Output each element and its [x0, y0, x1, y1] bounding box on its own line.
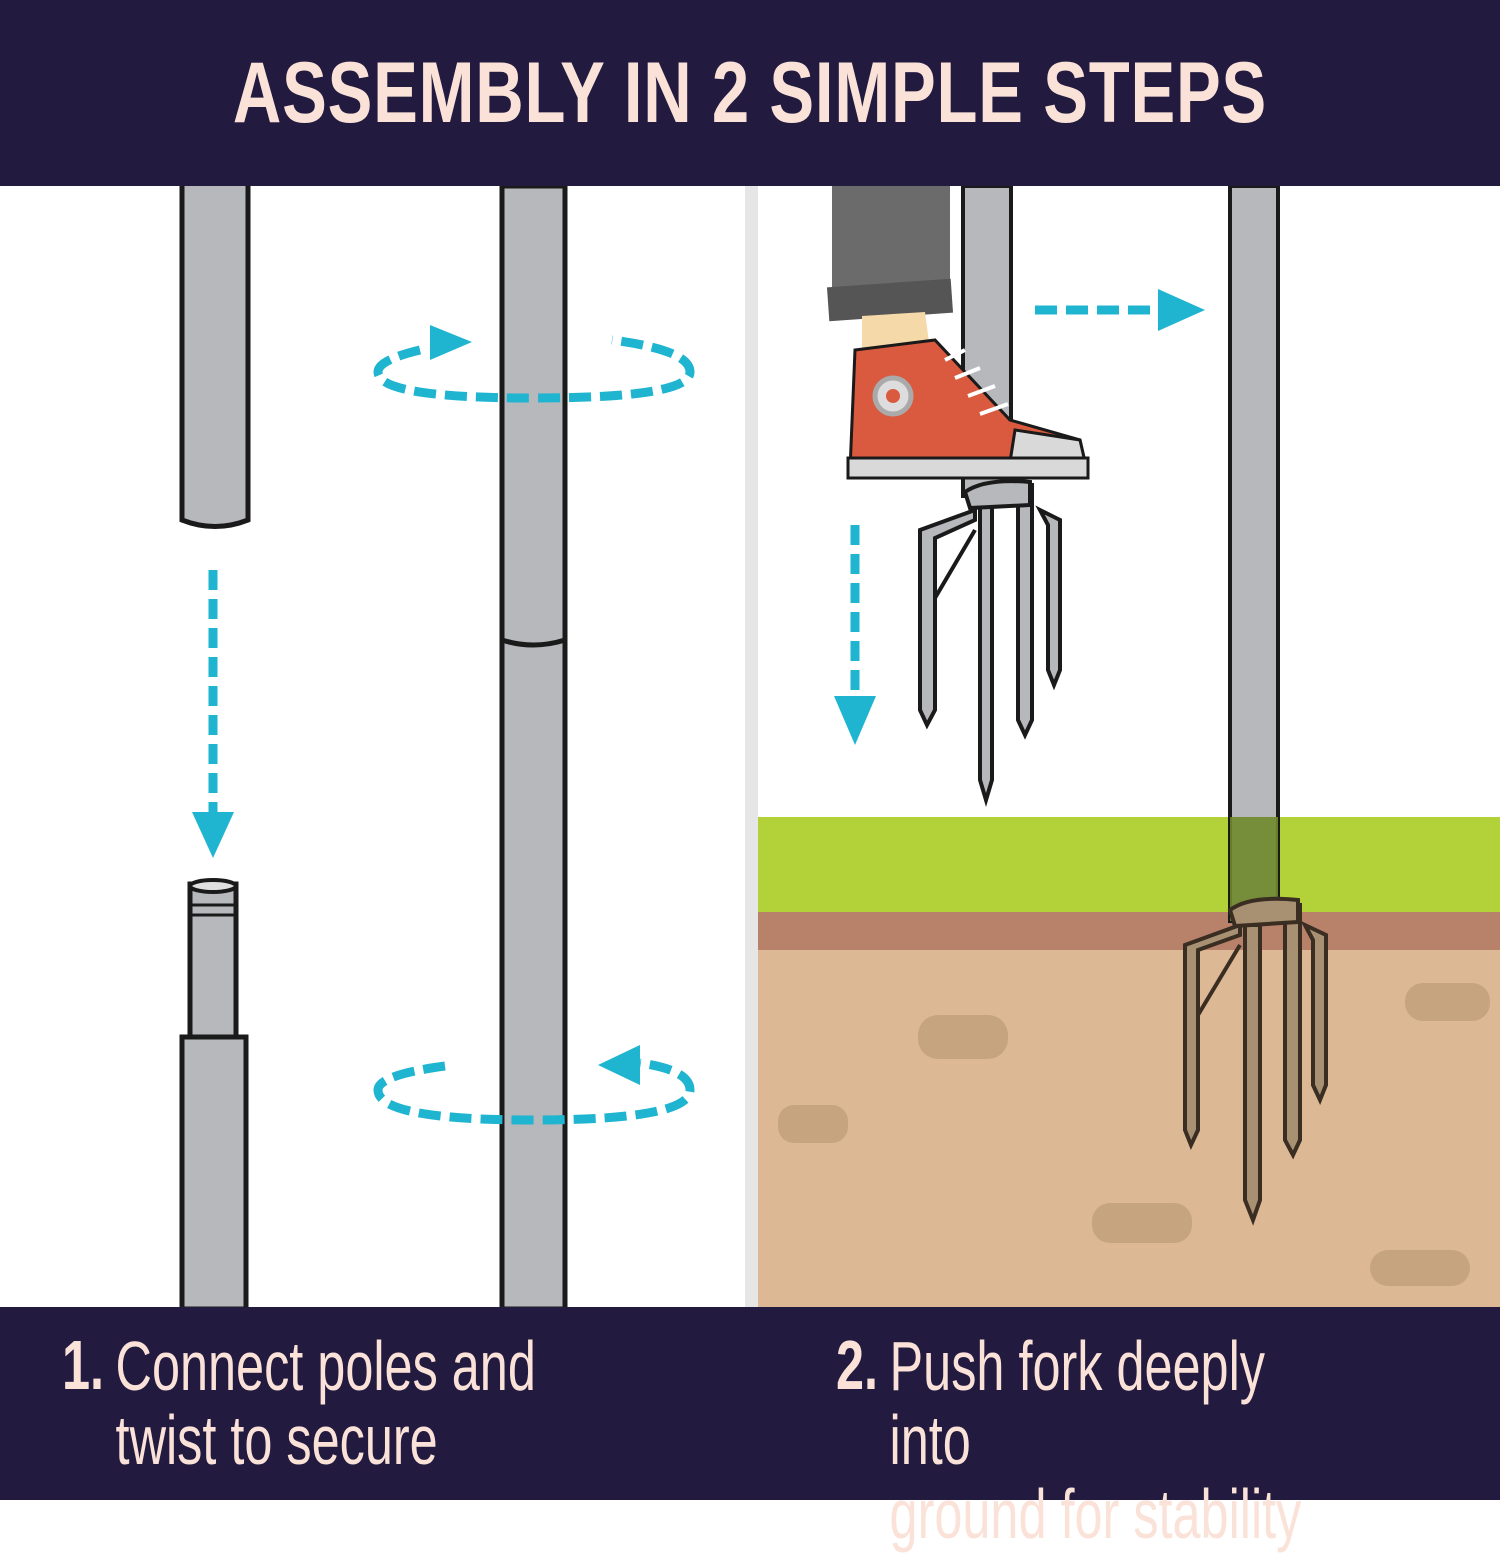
lower-pole-with-connector-icon [179, 878, 249, 1307]
step-1-instruction: 1. Connect poles and twist to secure [62, 1329, 536, 1477]
header-banner: ASSEMBLY IN 2 SIMPLE STEPS [0, 0, 1500, 186]
twist-arrow-top-icon [373, 335, 695, 403]
page-title: ASSEMBLY IN 2 SIMPLE STEPS [232, 44, 1268, 141]
ground-icon [758, 817, 1500, 1307]
push-down-arrow-head-icon [834, 696, 876, 745]
down-arrow-head-icon [192, 812, 234, 858]
assembly-illustration [179, 186, 1500, 1307]
instructions-footer: 1. Connect poles and twist to secure 2. … [0, 1307, 1500, 1551]
step-text-line: Connect poles and [115, 1327, 536, 1405]
twist-arrow-bottom-icon [373, 1058, 695, 1125]
step-number: 2. [836, 1326, 879, 1404]
twist-arrow-bottom-head-icon [598, 1045, 640, 1085]
step-text-line: twist to secure [115, 1401, 438, 1479]
step-text-line: Push fork deeply into [889, 1327, 1265, 1479]
inserted-fork-icon [1183, 186, 1328, 1226]
right-arrow-head-icon [1158, 289, 1205, 331]
leg-with-sneaker-icon [826, 186, 1090, 480]
step-2-instruction: 2. Push fork deeply into ground for stab… [836, 1329, 1314, 1551]
panel-divider [745, 186, 758, 1307]
connected-pole-icon [499, 186, 568, 1307]
upper-pole-icon [179, 186, 251, 529]
step-text-line: ground for stability [889, 1475, 1302, 1553]
fork-pole-icon [918, 186, 1062, 807]
step-number: 1. [62, 1326, 105, 1404]
twist-arrow-top-head-icon [430, 325, 472, 360]
